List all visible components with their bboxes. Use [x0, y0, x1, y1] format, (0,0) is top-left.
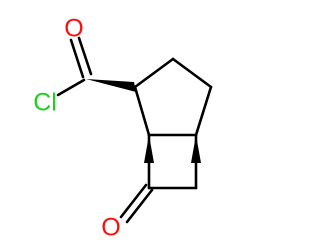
- wedge-bond-c1-h: [144, 135, 154, 163]
- wedge-bond-c2-acyl: [86, 79, 136, 92]
- ketone-double-bond-b: [119, 183, 148, 219]
- carbonyl-double-bond-a: [69, 38, 85, 79]
- molecule-structure: O Cl O: [33, 15, 213, 242]
- ketone-double-bond-a: [125, 188, 154, 224]
- chlorine-label: Cl: [33, 89, 57, 117]
- ring-bond-c1-c2: [133, 85, 151, 137]
- wedge-bond-c5-h: [191, 135, 201, 163]
- ketone-oxygen-label: O: [101, 214, 120, 242]
- ring-bond-c2-c3: [133, 57, 175, 89]
- ring-bond-c3-c4: [171, 57, 213, 89]
- carbonyl-double-bond-b: [77, 36, 93, 76]
- carbonyl-oxygen-label: O: [64, 15, 83, 43]
- acyl-chloride-bond: [56, 78, 86, 97]
- ring-bond-c4-c5: [194, 85, 213, 137]
- bond-layer: [56, 36, 213, 224]
